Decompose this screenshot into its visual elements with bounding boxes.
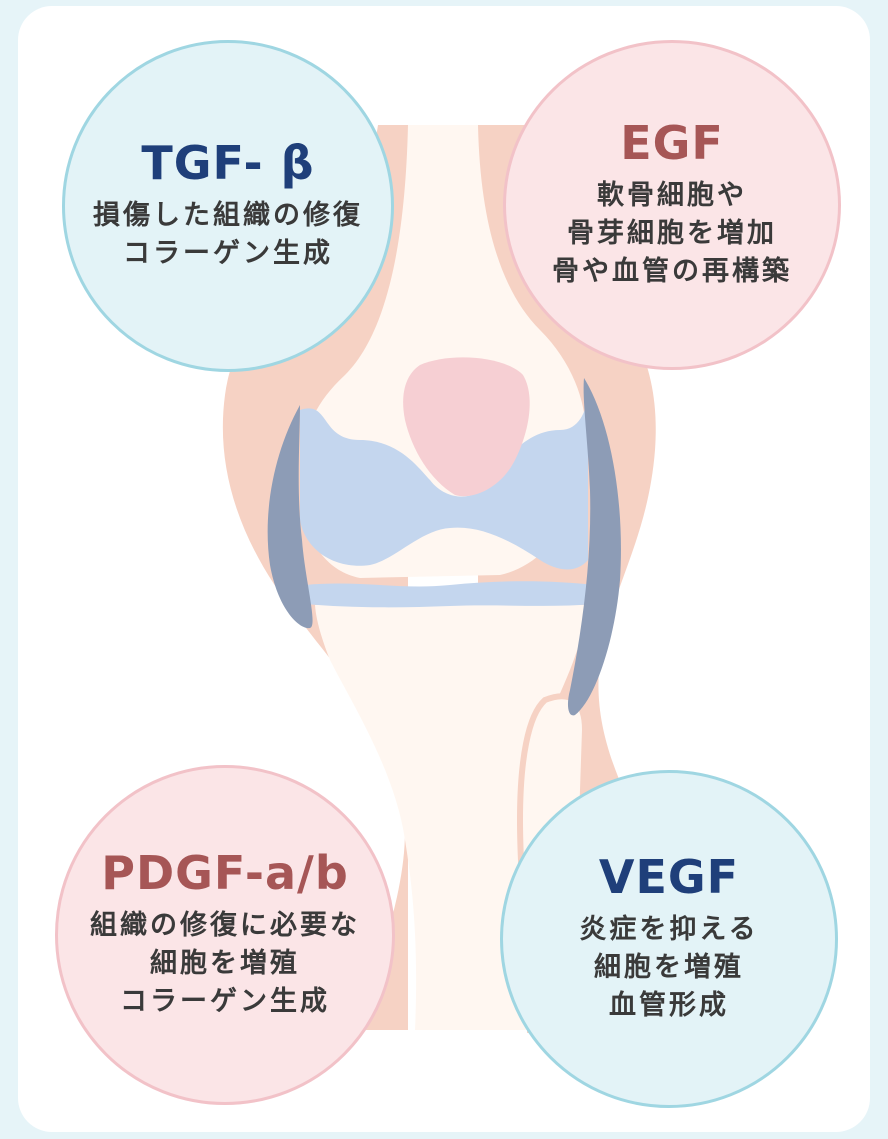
tgf-beta-title: TGF- β [141,138,314,189]
tgf-beta-bubble: TGF- β 損傷した組織の修復 コラーゲン生成 [62,40,394,372]
vegf-line: 炎症を抑える [579,911,758,949]
vegf-line: 細胞を増殖 [594,949,744,987]
tibial-cartilage [305,581,595,607]
egf-title: EGF [620,118,724,169]
pdgf-title: PDGF-a/b [101,848,349,899]
pdgf-line: コラーゲン生成 [120,983,330,1021]
tgf-beta-line: 損傷した組織の修復 [93,197,363,235]
pdgf-line: 細胞を増殖 [150,945,300,983]
pdgf-bubble: PDGF-a/b 組織の修復に必要な 細胞を増殖 コラーゲン生成 [55,765,395,1105]
vegf-line: 血管形成 [609,987,729,1025]
vegf-bubble: VEGF 炎症を抑える 細胞を増殖 血管形成 [500,770,838,1108]
vegf-title: VEGF [599,852,739,903]
egf-bubble: EGF 軟骨細胞や 骨芽細胞を増加 骨や血管の再構築 [503,40,841,370]
egf-line: 骨や血管の再構築 [552,253,792,291]
pdgf-line: 組織の修復に必要な [90,907,360,945]
egf-line: 軟骨細胞や [597,177,747,215]
egf-line: 骨芽細胞を増加 [567,215,777,253]
tgf-beta-line: コラーゲン生成 [123,235,333,273]
